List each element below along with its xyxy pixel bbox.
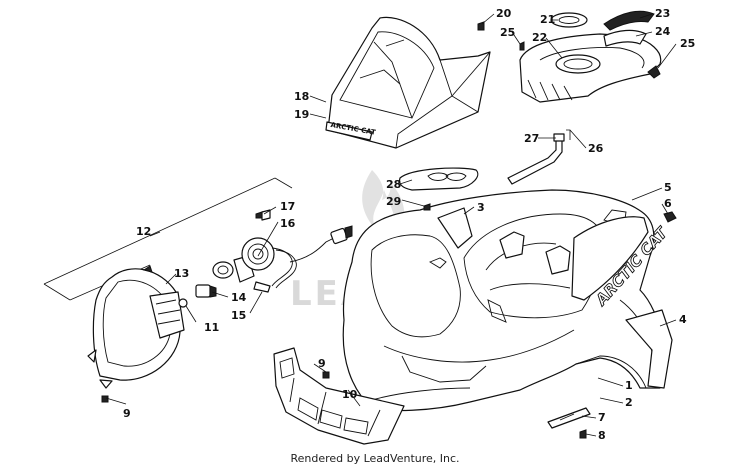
callout-20: 20	[496, 7, 512, 20]
callout-21: 21	[540, 13, 555, 26]
headlight-adjuster	[212, 209, 353, 289]
callout-18: 18	[294, 90, 309, 103]
callout-22: 22	[532, 31, 547, 44]
callout-3: 3	[477, 201, 485, 214]
callout-24: 24	[655, 25, 671, 38]
callout-11: 11	[204, 321, 219, 334]
callout-1: 1	[625, 379, 633, 392]
callout-27: 27	[524, 132, 539, 145]
footer-credit: Rendered by LeadVenture, Inc.	[290, 452, 460, 465]
callout-26: 26	[588, 142, 604, 155]
callout-23: 23	[655, 7, 670, 20]
seat: ARCTIC CAT	[325, 16, 491, 149]
callout-25-left: 25	[500, 26, 515, 39]
callout-25-right: 25	[680, 37, 695, 50]
callout-28: 28	[386, 178, 401, 191]
front-panel	[273, 347, 405, 445]
callout-19: 19	[294, 108, 309, 121]
latch-strap	[547, 407, 591, 439]
callout-2: 2	[625, 396, 633, 409]
callout-15: 15	[231, 309, 246, 322]
callout-29: 29	[386, 195, 401, 208]
callouts: 1 2 3 4 5 6 7 8 9 9 10 11 12 13 14 15 16…	[123, 7, 695, 442]
callout-10: 10	[342, 388, 358, 401]
callout-7: 7	[598, 411, 606, 424]
callout-9-headlight: 9	[123, 407, 131, 420]
callout-5: 5	[664, 181, 672, 194]
vent-tube	[507, 133, 565, 185]
callout-17: 17	[280, 200, 295, 213]
callout-16: 16	[280, 217, 296, 230]
bulb-parts	[178, 281, 271, 308]
storage-compartment	[519, 10, 662, 103]
callout-14: 14	[231, 291, 247, 304]
callout-9-panel: 9	[318, 357, 326, 370]
decal-3	[437, 207, 473, 249]
callout-4: 4	[679, 313, 687, 326]
fender-flare	[625, 309, 673, 389]
callout-8: 8	[598, 429, 606, 442]
leader-lines	[105, 13, 677, 437]
front-fender: ARCTIC CAT	[342, 189, 673, 412]
headlight-housing	[87, 265, 185, 389]
callout-12: 12	[136, 225, 151, 238]
callout-13: 13	[174, 267, 189, 280]
callout-6: 6	[664, 197, 672, 210]
knee-pad	[398, 167, 479, 191]
